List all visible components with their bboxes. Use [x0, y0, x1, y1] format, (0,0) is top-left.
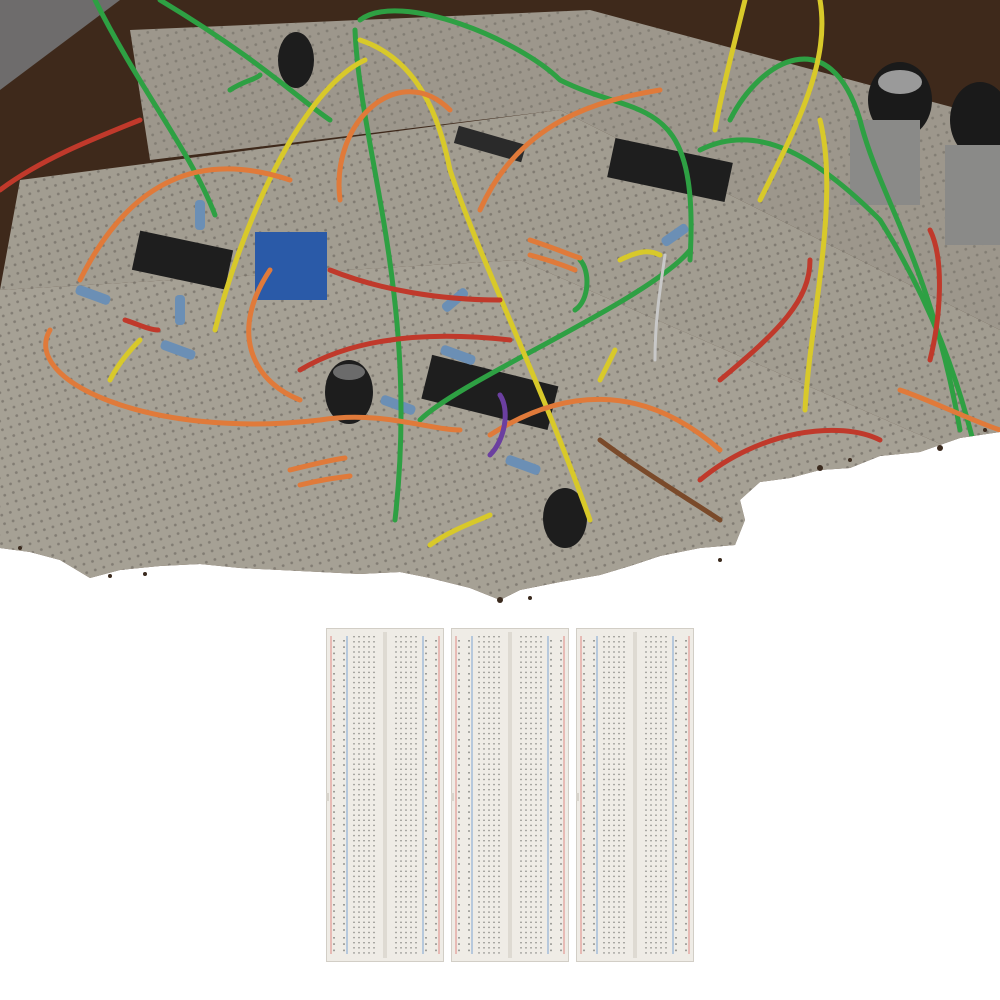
breadboard-product-2	[451, 628, 569, 962]
center-channel	[633, 632, 637, 958]
torn-edge-specks	[18, 428, 987, 603]
center-channel	[383, 632, 387, 958]
hole-grid	[583, 636, 687, 954]
jumper-wires	[0, 0, 1000, 548]
hole-grid	[458, 636, 562, 954]
voltage-regulator	[945, 145, 1000, 245]
capacitor	[543, 488, 587, 548]
ic-chip	[607, 137, 733, 203]
capacitor	[278, 32, 314, 88]
breadboard-product-3	[576, 628, 694, 962]
resistors	[75, 200, 689, 475]
laptop-edge	[0, 0, 120, 90]
circuit-photo	[0, 0, 1000, 603]
breadboard-product-1	[326, 628, 444, 962]
potentiometer	[255, 232, 327, 300]
hole-grid	[333, 636, 437, 954]
ic-chip	[131, 230, 234, 290]
center-channel	[508, 632, 512, 958]
ic-chip	[421, 354, 559, 431]
capacitor	[950, 82, 1000, 158]
pin-header	[453, 125, 527, 163]
